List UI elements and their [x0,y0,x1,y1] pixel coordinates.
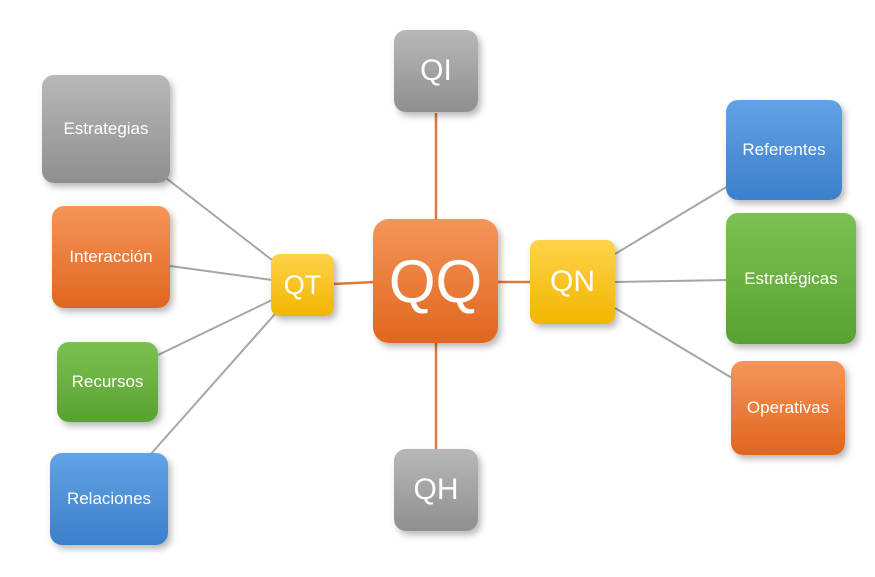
node-qh: QH [394,449,478,531]
link-center-left-hub [332,280,376,286]
link-right-hub-estrategicas [614,279,729,283]
link-right-hub-operativas [614,307,733,379]
link-right-hub-referentes [614,185,729,255]
node-relaciones: Relaciones [50,453,168,545]
node-operativas: Operativas [731,361,845,455]
link-left-hub-relaciones [149,313,276,456]
node-estrategias: Estrategias [42,75,170,183]
node-referentes: Referentes [726,100,842,200]
node-qi: QI [394,30,478,112]
node-qq-center: QQ [373,219,498,343]
link-left-hub-interaccion [169,265,273,281]
node-qn-hub: QN [530,240,615,324]
node-estrategicas: Estratégicas [726,213,856,344]
node-recursos: Recursos [57,342,158,422]
node-interaccion: Interacción [52,206,170,308]
node-qt-hub: QT [271,254,334,316]
link-left-hub-recursos [157,299,273,356]
link-left-hub-estrategias [165,177,273,261]
